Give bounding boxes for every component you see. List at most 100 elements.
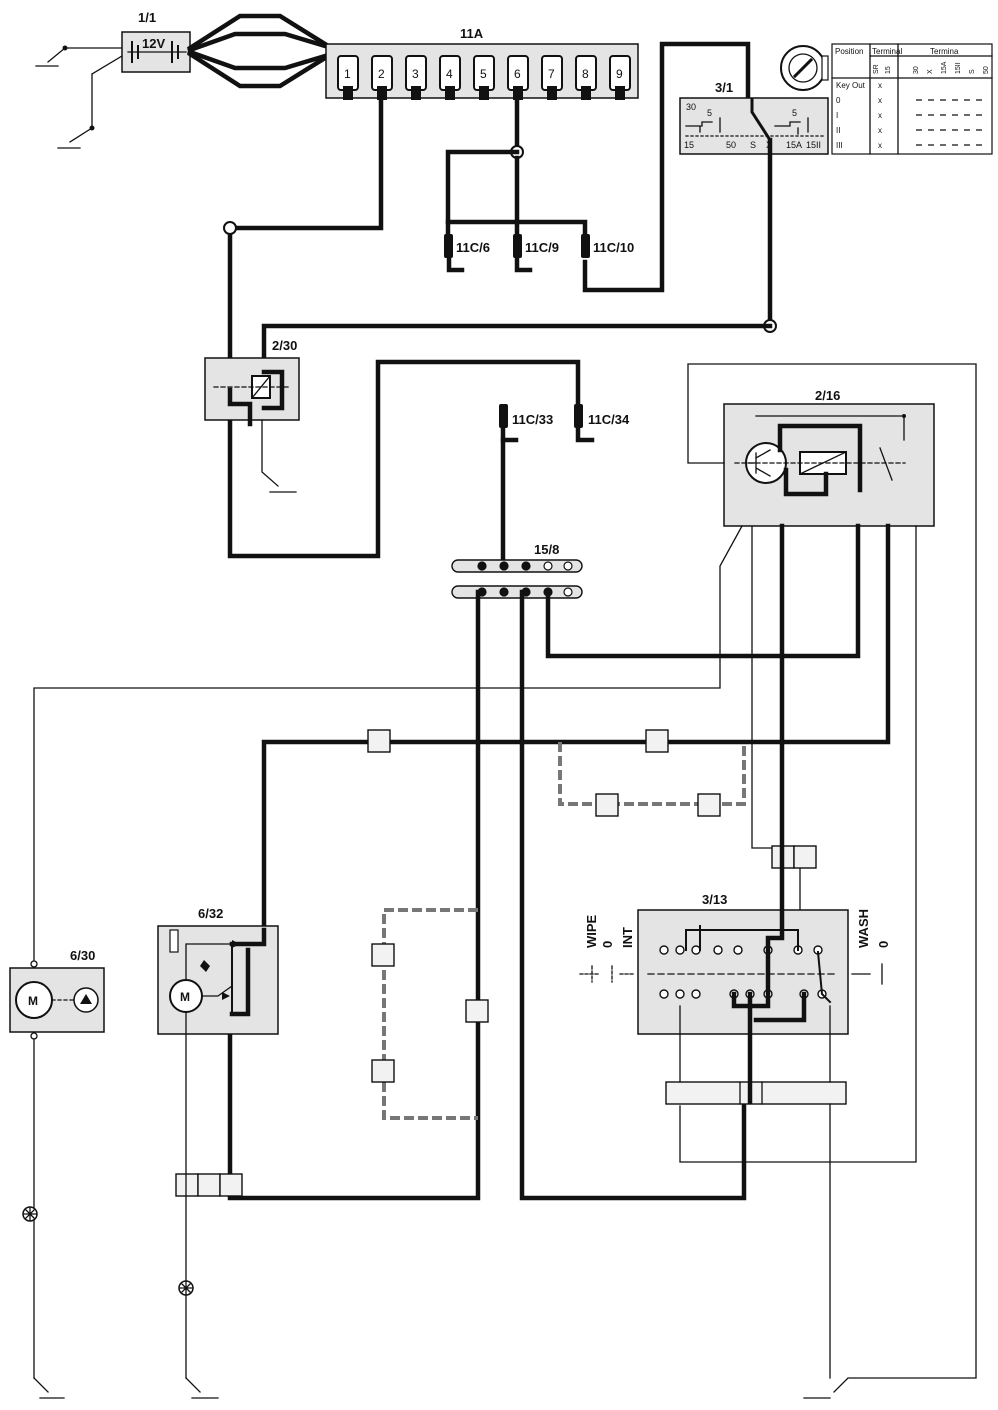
table-col-a: 15	[885, 66, 892, 74]
washer-motor-6-30: 6/30 M	[9, 948, 105, 1399]
fuse-number: 7	[548, 67, 555, 81]
fuse-7: 7	[541, 55, 563, 100]
wire-relay-feed	[261, 323, 773, 375]
connectors-11c-top: 11C/6 11C/9 11C/10	[444, 234, 634, 273]
fuse-box-label: 11A	[460, 26, 484, 41]
connector-11c-9: 11C/9	[525, 240, 559, 255]
relay-2-30-label: 2/30	[272, 338, 297, 353]
junction-pin	[477, 561, 487, 571]
table-row-label: I	[836, 111, 838, 120]
switch-label: 3/13	[702, 892, 727, 907]
wiper-relay-label: 2/16	[815, 388, 840, 403]
ignition-label: 3/1	[715, 80, 733, 95]
fuse-8: 8	[575, 55, 597, 100]
fuse-9: 9	[609, 55, 631, 100]
table-col-b: S	[969, 69, 976, 74]
ignition-switch-3-1: 3/1 30 5 5 15 50 S X 15A 15II	[679, 80, 829, 155]
table-row-label: III	[836, 141, 843, 150]
battery-voltage: 12V	[142, 36, 165, 51]
term-15: 15	[684, 140, 694, 150]
wiper-relay-2-16: 2/16	[723, 388, 935, 527]
connectors-11c-mid: 11C/33 11C/34	[499, 404, 630, 569]
table-terminal: Terminal	[872, 47, 902, 56]
junction-pin	[521, 561, 531, 571]
fuse-number: 5	[480, 67, 487, 81]
switch-contact	[691, 945, 701, 955]
battery-1-1: 1/1 12V	[121, 10, 191, 73]
fuse-number: 3	[412, 67, 419, 81]
connector-11c-33: 11C/33	[512, 412, 553, 427]
connector-11c-10: 11C/10	[593, 240, 634, 255]
fuse-6: 6	[507, 55, 529, 100]
switch-contact	[675, 989, 685, 999]
term-s: S	[750, 140, 756, 150]
table-col-b: 15A	[941, 61, 948, 74]
fuse-box-11a: 11A 1 2 3 4 5 6 7 8 9	[325, 26, 639, 100]
fuse-wires	[223, 41, 751, 559]
fuse-number: 2	[378, 67, 385, 81]
table-position: Position	[835, 47, 863, 56]
fuse-4: 4	[439, 55, 461, 100]
table-row-label: Key Out	[836, 81, 866, 90]
battery-label: 1/1	[138, 10, 156, 25]
svg-text:x: x	[878, 111, 882, 120]
switch-wash: WASH	[856, 909, 871, 948]
switch-contact	[733, 945, 743, 955]
switch-contact	[675, 945, 685, 955]
battery-cables	[186, 13, 329, 89]
switch-thin-wires	[679, 1005, 831, 1379]
table-col-b: 15II	[955, 62, 962, 74]
switch-wash-0: 0	[876, 941, 891, 948]
svg-text:x: x	[878, 141, 882, 150]
wiper-motor-label: 6/32	[198, 906, 223, 921]
junction-pin	[499, 561, 509, 571]
junction-pin	[543, 561, 553, 571]
term-30: 30	[686, 102, 696, 112]
switch-contact	[659, 989, 669, 999]
switch-wipe: WIPE	[584, 914, 599, 948]
fuse-number: 4	[446, 67, 453, 81]
table-terminal2: Termina	[930, 47, 959, 56]
junction-15-8: 15/8	[451, 542, 583, 599]
table-col-b: 50	[983, 66, 990, 74]
svg-text:x: x	[878, 96, 882, 105]
table-row-label: 0	[836, 96, 841, 105]
svg-text:x: x	[878, 126, 882, 135]
fuse-1: 1	[337, 55, 359, 100]
wiper-motor-6-32: 6/32 M	[157, 906, 279, 1399]
switch-3-13: 3/13	[637, 845, 849, 1105]
term-5a: 5	[707, 108, 712, 118]
fuse-2: 2	[371, 55, 393, 100]
fuse-number: 9	[616, 67, 623, 81]
junction-pin	[563, 561, 573, 571]
switch-contact	[713, 945, 723, 955]
battery-ground	[35, 45, 123, 149]
table-row-label: II	[836, 126, 840, 135]
table-col-a: SR	[873, 64, 880, 74]
junction-pin	[499, 587, 509, 597]
term-50: 50	[726, 140, 736, 150]
connector-11c-34: 11C/34	[588, 412, 630, 427]
switch-contact	[659, 945, 669, 955]
junction-pin	[563, 587, 573, 597]
fuse-number: 1	[344, 67, 351, 81]
ignition-key-icon	[780, 45, 829, 91]
fuse-row: 1 2 3 4 5 6 7 8 9	[337, 55, 631, 100]
dashed-loops	[382, 742, 746, 1120]
switch-int: INT	[620, 927, 635, 948]
fuse-number: 8	[582, 67, 589, 81]
relay-2-30: 2/30	[204, 338, 300, 493]
term-15ii: 15II	[806, 140, 821, 150]
washer-motor-label: 6/30	[70, 948, 95, 963]
junction-label: 15/8	[534, 542, 559, 557]
switch-labels: WIPE 0 INT WASH 0	[579, 909, 891, 985]
fuse-number: 6	[514, 67, 521, 81]
table-col-b: 30	[913, 66, 920, 74]
connector-11c-6: 11C/6	[456, 240, 490, 255]
term-5b: 5	[792, 108, 797, 118]
svg-text:x: x	[878, 81, 882, 90]
term-15a: 15A	[786, 140, 802, 150]
wiper-motor-symbol: M	[180, 990, 190, 1004]
